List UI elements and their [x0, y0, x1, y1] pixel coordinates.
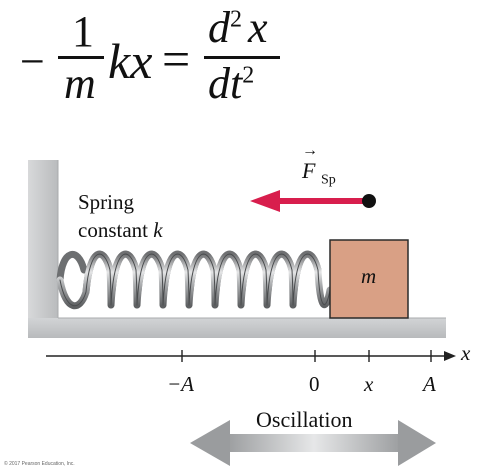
oscillation-arrow [190, 420, 436, 466]
mass-label: m [361, 264, 377, 288]
spring-label: Spring constant k [78, 190, 163, 242]
wall [28, 160, 58, 338]
floor [28, 318, 446, 338]
tick-label-zero: 0 [309, 372, 320, 396]
tick-label-x: x [364, 372, 374, 396]
equation-kx: kx [108, 33, 153, 89]
tick-label-minus-A: −A [167, 372, 194, 396]
force-origin-dot [362, 194, 376, 208]
x-axis [46, 350, 456, 362]
axis-label-x: x [461, 341, 471, 365]
copyright-notice: © 2017 Pearson Education, Inc. [4, 461, 75, 467]
equation-equals: = [162, 31, 191, 87]
force-label: → F Sp [302, 142, 336, 188]
spring [56, 250, 334, 310]
equation-right-fraction-bar [204, 56, 280, 59]
mass-block [329, 239, 409, 319]
oscillation-label: Oscillation [256, 407, 353, 432]
equation-left-fraction-bar [58, 56, 104, 59]
equation-minus: − [20, 37, 45, 86]
tick-label-A: A [423, 372, 436, 396]
spring-force-arrow [250, 190, 376, 212]
equation-right-denominator: dt2 [208, 59, 255, 108]
equation-left-denominator: m [64, 59, 96, 108]
equation-left-numerator: 1 [72, 7, 94, 56]
